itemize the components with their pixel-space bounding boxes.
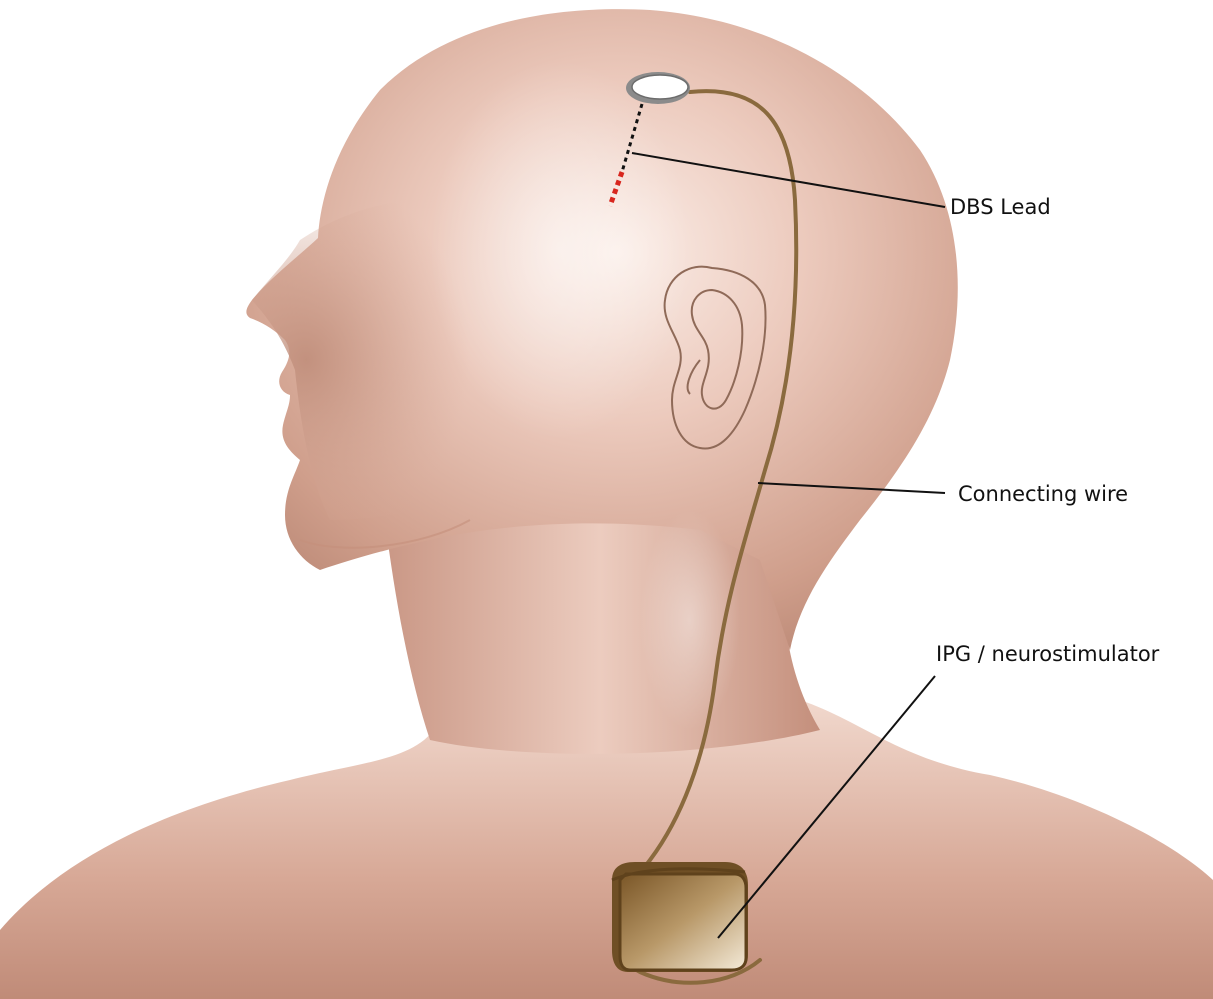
label-ipg-neurostimulator: IPG / neurostimulator: [936, 644, 1159, 665]
label-connecting-wire: Connecting wire: [958, 484, 1128, 505]
burr-hole-cap: [626, 72, 690, 104]
head-highlight: [430, 60, 690, 440]
ipg-device: [612, 862, 748, 972]
label-dbs-lead: DBS Lead: [950, 197, 1051, 218]
